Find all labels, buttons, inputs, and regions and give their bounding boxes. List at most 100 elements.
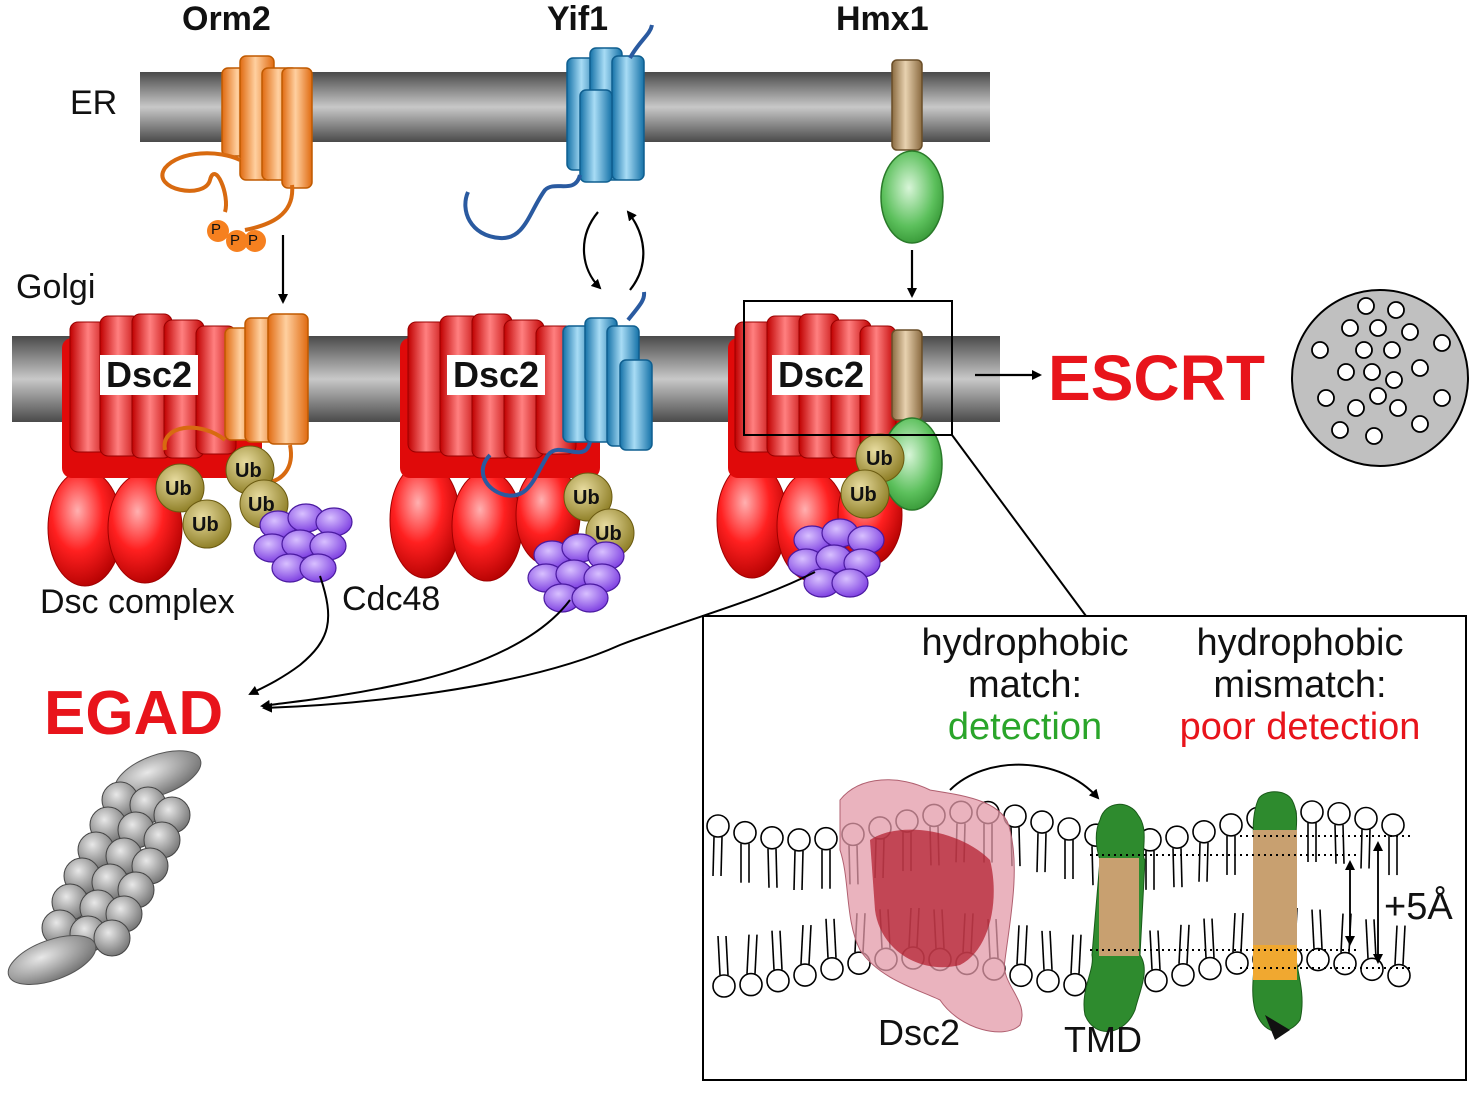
phospho-label-3: P [248,232,259,249]
inset-dsc2-label: Dsc2 [878,1012,961,1053]
tmd-match [1083,803,1146,1032]
lipid-tail [1198,842,1201,882]
lipid-tail [801,850,804,890]
lipid-head [820,957,844,981]
ub-label-1c: Ub [235,460,262,482]
lipid-tail [1172,848,1175,888]
lipid-tail [1157,930,1161,970]
lipid-tail [1365,919,1369,959]
lipid-tail [1091,846,1094,886]
arrow-yif1-down [582,211,602,290]
ub-label-1a: Ub [165,478,192,500]
lipid-head [847,951,871,976]
lipid-head [1063,972,1087,997]
lipid-tail [779,930,783,970]
thickness-lines [1090,835,1410,969]
arrow-cdc48-1-egad [248,575,330,695]
match-heading: hydrophobic match: detection [900,624,1150,746]
lipid-head [1333,951,1357,976]
lipid-tail [1070,934,1074,974]
lipid-tail [1342,824,1345,864]
lipid-head [1171,963,1195,987]
lipid-head [1057,817,1081,841]
lipid-tail [767,848,770,888]
lipid-head [1219,813,1243,837]
escrt-label: ESCRT [1048,342,1265,414]
proteasome-icon [7,750,202,986]
lipid-head [1144,968,1168,993]
lipid-tail [800,925,804,965]
lipid-head [1354,806,1378,831]
lipid-head [814,826,838,851]
orm2-title: Orm2 [182,0,271,38]
hmx1-title: Hmx1 [836,0,929,38]
lipid-head [712,974,736,998]
vacuole-icon [1291,289,1469,467]
lipid-head [739,972,763,997]
egad-label: EGAD [44,679,224,748]
arrow-cdc48-2-egad [260,599,571,710]
dsc-complex-1 [47,313,353,587]
lipid-tail [1319,909,1323,949]
lipid-tail [717,935,721,976]
lipid-tail [775,848,778,888]
lipid-tail [808,925,812,965]
ub-label-2a: Ub [573,487,600,509]
inset-tmd-label: TMD [1064,1019,1142,1060]
mismatch-heading-line2: mismatch: [1213,664,1387,706]
phospho-label-1: P [211,221,222,238]
lipid-tail [725,935,729,976]
ub-label-3a: Ub [866,448,893,470]
lipid-head [793,963,817,987]
lipid-head [1030,810,1054,834]
lipid-tail [1394,925,1398,965]
arrow-cdc48-3-egad [262,571,816,713]
lipid-tail [746,934,750,974]
lipid-head [1192,819,1216,844]
lipid-head [1306,947,1330,972]
lipid-tail [1036,833,1039,873]
lipid-tail [1186,924,1190,964]
lipid-head [1009,963,1033,988]
lipid-tail [1018,827,1021,867]
lipid-tail [771,930,775,970]
lipid-tail [1049,930,1053,970]
lipid-tail [1078,934,1082,974]
dsc2-label-2: Dsc2 [447,355,546,395]
tmd-mismatch [1252,791,1303,1040]
lipid-tail [825,918,829,958]
lipid-tail [1178,924,1182,964]
thickness-label: +5Å [1384,886,1453,928]
mismatch-heading: hydrophobic mismatch: poor detection [1150,624,1450,746]
lipid-tail [720,836,723,877]
hmx1-er [880,59,944,244]
zoom-line [951,434,1087,617]
dsc-complex-label: Dsc complex [40,583,235,621]
lipid-head [733,820,757,845]
golgi-label: Golgi [16,268,96,306]
mismatch-heading-line1: hydrophobic [1196,622,1404,664]
lipid-head [706,814,730,838]
lipid-tail [1311,909,1315,949]
match-heading-line2: match: [967,664,1083,706]
orm2-er [160,55,313,252]
lipid-tail [1044,833,1047,873]
lipid-tail [1041,930,1045,970]
lipid-tail [1334,824,1337,864]
lipid-head [1165,825,1189,849]
lipid-head [760,825,784,850]
lipid-tail [754,934,758,974]
lipid-head [1198,956,1222,981]
phospho-label-2: P [230,232,241,249]
lipid-head [1387,963,1411,988]
lipid-head [1381,813,1405,837]
yif1-title: Yif1 [547,0,609,38]
dsc2-label-3: Dsc2 [772,355,871,395]
lipid-head [1036,969,1060,993]
lipid-tail [1203,918,1207,958]
lipid-tail [1402,925,1406,965]
er-label: ER [70,84,118,122]
thickness-arrows [1345,841,1383,964]
mismatch-result: poor detection [1179,706,1421,748]
